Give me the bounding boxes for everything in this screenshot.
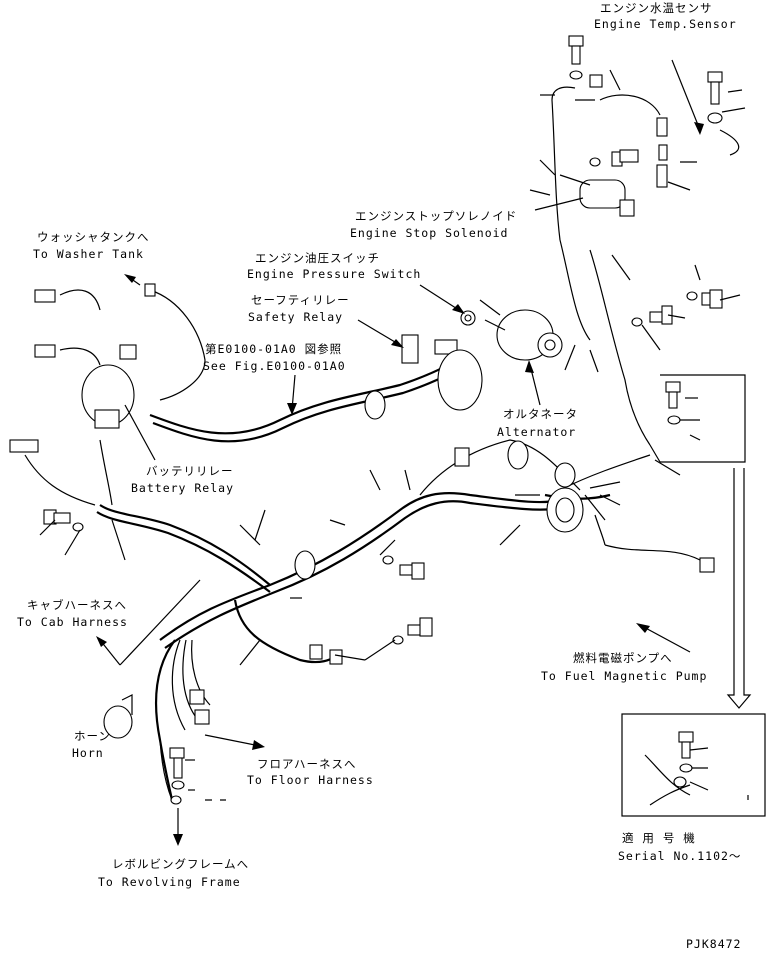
- fuel-pump-label-en: To Fuel Magnetic Pump: [541, 669, 707, 683]
- serial-detail-box: [621, 713, 766, 817]
- callout-box-right: [649, 374, 746, 463]
- alternator-label-jp: オルタネータ: [503, 407, 578, 421]
- connectors: [9, 74, 715, 725]
- grommets: [294, 349, 584, 580]
- text-labels: エンジン水温センサ Engine Temp.Sensor エンジンストップソレノ…: [17, 1, 741, 951]
- horn-label-en: Horn: [72, 746, 104, 760]
- engine-pressure-switch-label-en: Engine Pressure Switch: [247, 267, 421, 281]
- battery-relay-label-en: Battery Relay: [131, 481, 234, 495]
- serial-label-jp: 適 用 号 機: [622, 831, 696, 845]
- washer-tank-label-en: To Washer Tank: [33, 247, 144, 261]
- revolving-frame-label-en: To Revolving Frame: [98, 875, 241, 889]
- safety-relay: [401, 334, 458, 364]
- alternator: [479, 299, 563, 361]
- horn-label-jp: ホーン: [74, 729, 111, 743]
- battery-relay: [81, 344, 137, 429]
- safety-relay-label-jp: セーフティリレー: [251, 293, 350, 307]
- engine-stop-solenoid-label-en: Engine Stop Solenoid: [350, 226, 508, 240]
- engine-temp-sensor: [656, 117, 740, 188]
- main-harness: [24, 86, 701, 801]
- down-arrow-to-detail: [726, 468, 752, 709]
- leader-lines: [39, 59, 746, 846]
- fuel-pump-label-jp: 燃料電磁ポンプへ: [573, 651, 673, 665]
- engine-temp-sensor-label-en: Engine Temp.Sensor: [594, 17, 737, 31]
- cab-harness-label-jp: キャブハーネスへ: [27, 598, 127, 612]
- safety-relay-label-en: Safety Relay: [248, 310, 343, 324]
- bolts: [43, 35, 723, 805]
- battery-relay-label-jp: バッテリリレー: [146, 464, 234, 478]
- serial-label-en: Serial No.1102～: [618, 849, 741, 863]
- engine-stop-solenoid-label-jp: エンジンストップソレノイド: [355, 209, 517, 223]
- see-fig-label-jp: 第E0100-01A0 図参照: [205, 342, 342, 356]
- floor-harness-label-jp: フロアハーネスへ: [257, 757, 357, 771]
- alternator-label-en: Alternator: [497, 425, 576, 439]
- engine-temp-sensor-label-jp: エンジン水温センサ: [600, 1, 713, 15]
- revolving-frame-label-jp: レボルビングフレームへ: [112, 857, 249, 871]
- cab-harness-label-en: To Cab Harness: [17, 615, 128, 629]
- engine-pressure-switch: [460, 310, 476, 326]
- washer-tank-label-jp: ウォッシャタンクへ: [37, 230, 150, 244]
- horn: [103, 694, 133, 739]
- floor-harness-label-en: To Floor Harness: [247, 773, 374, 787]
- drawing-code: PJK8472: [686, 937, 741, 951]
- engine-pressure-switch-label-jp: エンジン油圧スイッチ: [255, 251, 380, 265]
- engine-stop-solenoid: [559, 174, 635, 217]
- see-fig-label-en: See Fig.E0100-01A0: [203, 359, 346, 373]
